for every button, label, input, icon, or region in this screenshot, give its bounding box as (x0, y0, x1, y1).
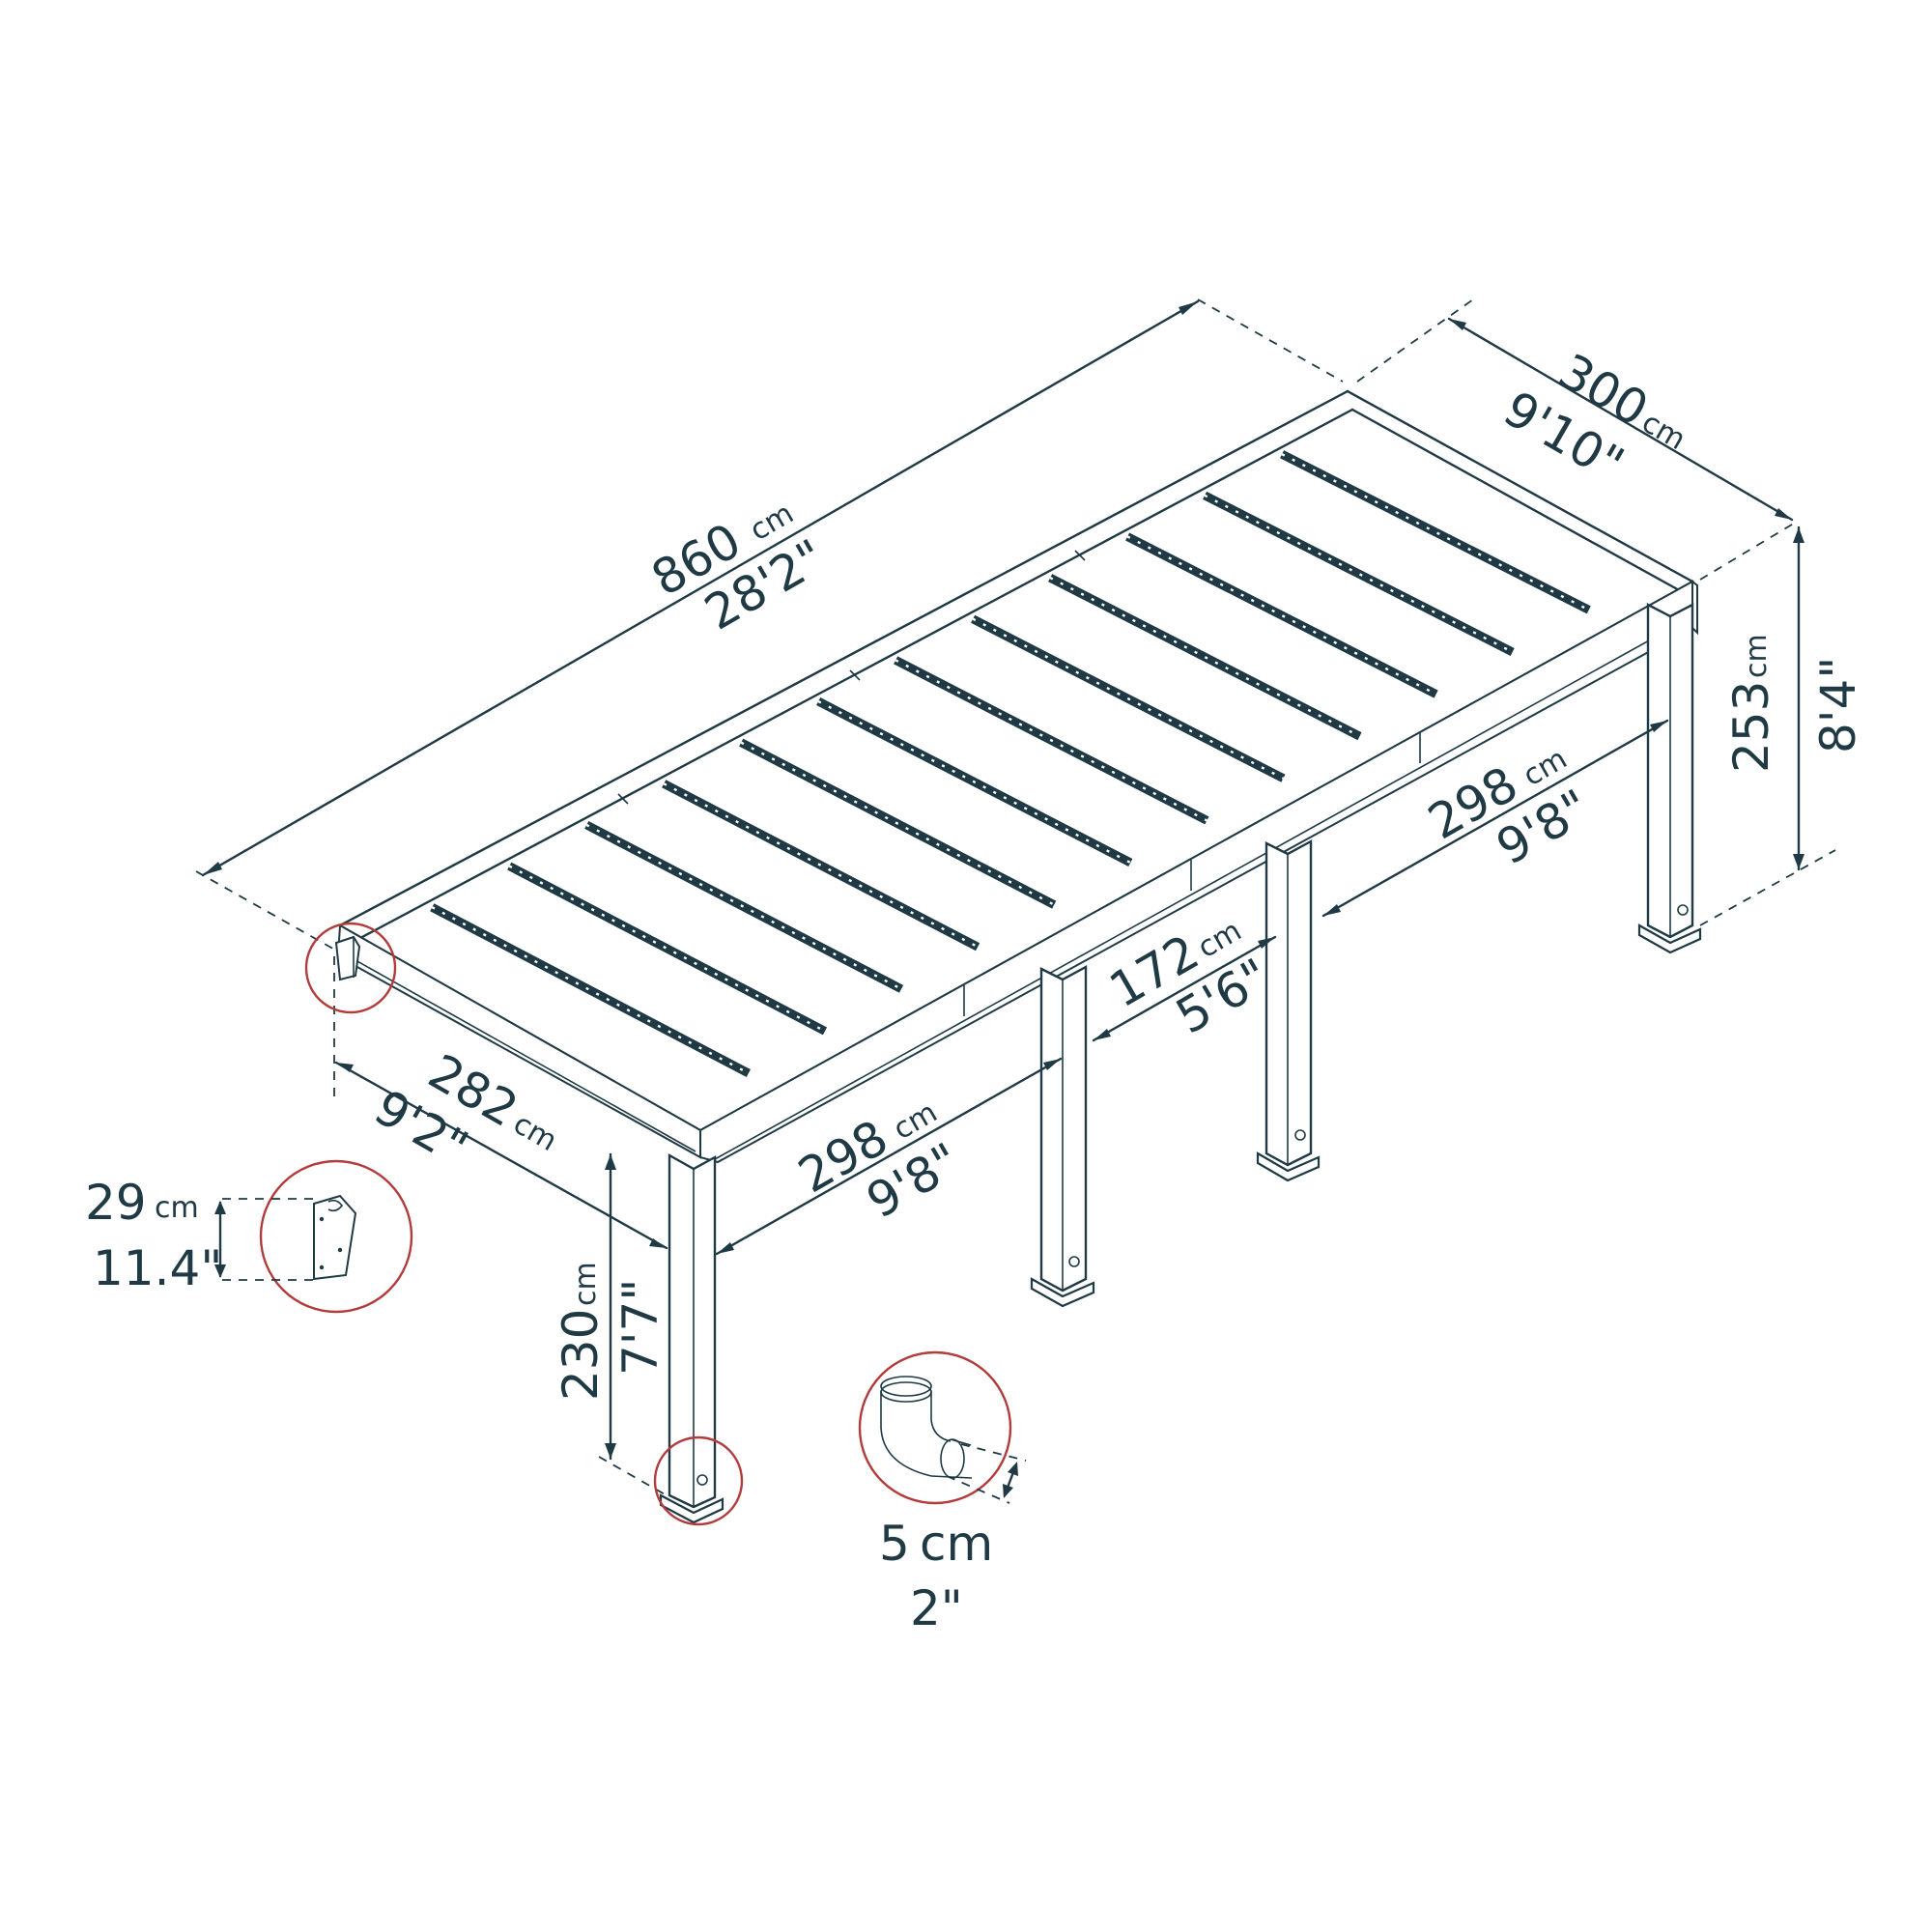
beam-end-profile-icon (313, 1194, 357, 1281)
posts (659, 603, 1702, 1524)
dim-span-middle-line (1092, 935, 1277, 1042)
height-imperial: 8'4" (1810, 657, 1866, 753)
post-front-left (659, 1152, 724, 1524)
roof-back-edge (338, 389, 1350, 927)
back-joint-3 (1074, 550, 1086, 561)
back-joint-2 (849, 669, 861, 681)
post-height-imperial: 7'7" (612, 1279, 668, 1376)
drain-value: 5 (879, 1516, 910, 1572)
rafter-12 (1280, 450, 1591, 614)
rafter-bolts-6 (817, 699, 1131, 865)
height-value: 253 (1723, 681, 1779, 773)
dim-span-front-line (715, 1057, 1063, 1256)
rafter-10 (1125, 532, 1438, 698)
dim-span-back-line (1321, 719, 1669, 918)
beam-detail-circle (259, 1159, 413, 1314)
width-unit: cm (1636, 406, 1691, 457)
drain-imperial: 2" (910, 1580, 963, 1636)
post-3 (1256, 838, 1321, 1182)
beam-height-unit: cm (155, 1191, 199, 1225)
post-height-unit: cm (569, 1262, 603, 1306)
beam-height-imperial: 11.4" (93, 1240, 222, 1296)
front-beam-inner (714, 619, 1687, 1160)
rafters (430, 450, 1591, 1078)
post-back-right (1637, 603, 1702, 954)
dimension-labels: 860 cm 28'2" 300 cm 9'10" 253 cm 8'4" 29… (85, 343, 1866, 1636)
left-beam-edge (339, 951, 696, 1152)
drain-detail-circle (858, 1350, 1012, 1505)
back-joint-1 (617, 793, 629, 805)
dimension-lines (195, 298, 1836, 1496)
corner-callout-circle (304, 922, 397, 1014)
rafter-bolts-3 (585, 823, 902, 990)
rafter-bolts-4 (663, 782, 979, 949)
drain-unit: cm (920, 1516, 993, 1572)
rafter-bolts-8 (972, 617, 1284, 780)
post-foot-callout-circle (653, 1435, 744, 1526)
post-height-value: 230 (553, 1309, 609, 1401)
dim-length-line (201, 299, 1200, 877)
rafter-bolts-2 (508, 865, 826, 1033)
drain-elbow-icon (880, 1376, 973, 1479)
callouts (214, 922, 1027, 1526)
rafter-bolts-1 (431, 906, 750, 1075)
roof (336, 389, 1698, 1164)
rafter-9 (1048, 574, 1362, 741)
rafter-bolts-5 (740, 741, 1055, 906)
roof-back-edge-inner (346, 408, 1354, 947)
side-unit: cm (507, 1107, 562, 1158)
rafter-bolts-7 (895, 659, 1208, 822)
rafter-11 (1203, 491, 1515, 656)
corner-detail (334, 935, 361, 981)
height-unit: cm (1740, 634, 1774, 678)
beam-height-value: 29 (85, 1175, 147, 1231)
post-2 (1030, 964, 1095, 1308)
roof-right-edge (1346, 389, 1694, 583)
dim-width-line (1447, 317, 1794, 522)
roof-right-edge-inner (1350, 408, 1683, 593)
